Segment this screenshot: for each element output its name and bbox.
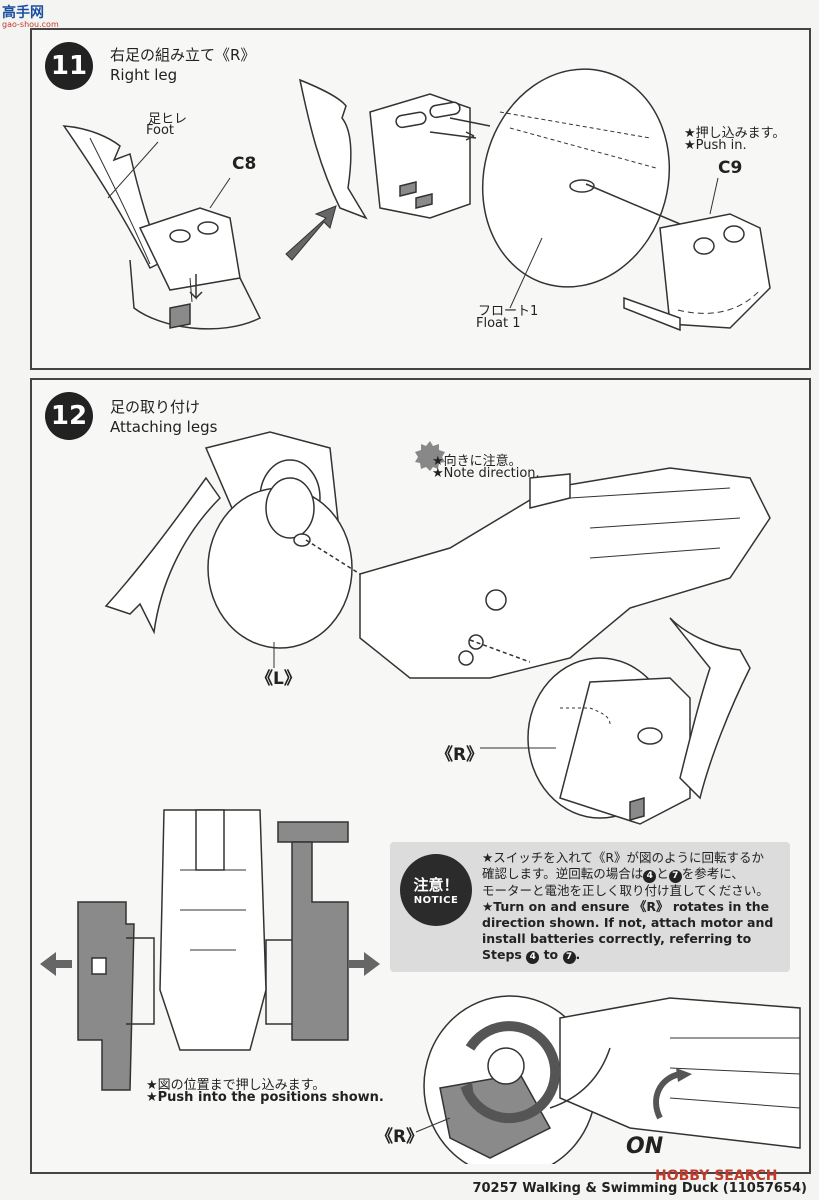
part-c8: C8: [232, 154, 257, 174]
label-float-en: Float 1: [476, 316, 521, 331]
watermark-hobby-search: HOBBY SEARCH: [655, 1168, 778, 1184]
label-foot-jp: 足ヒレ: [148, 112, 188, 127]
front-view-illustration: [40, 809, 380, 1091]
step-11-title-jp: 右足の組み立て《R》: [110, 46, 256, 64]
step-ref-icon: 7: [668, 870, 682, 883]
step-11-title-en: Right leg: [110, 66, 178, 84]
notice-box: 注意！ NOTICE ★スイッチを入れて《R》が図のように回転するか 確認します…: [390, 842, 790, 972]
on-label: ON: [626, 1134, 664, 1159]
label-right-leg-rotation: 《R》: [376, 1127, 424, 1147]
watermark-url: gao-shou.com: [2, 20, 59, 29]
watermark-title: 高手网: [2, 5, 44, 21]
notice-badge-jp: 注意！: [413, 876, 459, 894]
step-11-illustration: [62, 68, 771, 332]
step-ref-icon: 4: [643, 870, 657, 883]
step-ref-icon: 7: [562, 951, 576, 964]
note-direction-en: ★Note direction.: [432, 466, 540, 481]
note-direction-jp: ★向きに注意。: [432, 454, 522, 469]
push-positions-jp: ★図の位置まで押し込みます。: [146, 1078, 326, 1093]
push-positions-en: ★Push into the positions shown.: [146, 1090, 384, 1105]
rotation-view-illustration: [415, 995, 801, 1164]
notice-badge: 注意！ NOTICE: [400, 854, 472, 926]
step-ref-icon: 4: [526, 951, 540, 964]
label-foot-en: Foot: [146, 123, 175, 138]
label-right-leg: 《R》: [436, 745, 484, 765]
notice-badge-en: NOTICE: [413, 895, 459, 906]
notice-jp-line3: モーターと電池を正しく取り付け直してください。: [482, 883, 769, 898]
step-12-number: 12: [45, 392, 93, 440]
label-float-jp: フロート1: [478, 304, 539, 319]
label-left-leg: 《L》: [256, 669, 301, 689]
watermark-logo: 高手网 gao-shou.com: [2, 2, 59, 29]
step-12-title-jp: 足の取り付け: [110, 398, 201, 416]
push-in-jp: ★押し込みます。: [684, 126, 786, 141]
notice-en: ★Turn on and ensure 《R》 rotates in the d…: [482, 899, 774, 964]
notice-jp-line1: ★スイッチを入れて《R》が図のように回転するか: [482, 850, 765, 865]
step-11-number: 11: [45, 42, 93, 90]
push-in-en: ★Push in.: [684, 138, 747, 153]
part-c9: C9: [718, 158, 743, 178]
step-12-illustration: [104, 431, 771, 825]
footer-text: 70257 Walking & Swimming Duck (11057654): [472, 1181, 807, 1196]
step-12-title-en: Attaching legs: [110, 418, 218, 436]
note-direction-badge: [415, 441, 445, 471]
